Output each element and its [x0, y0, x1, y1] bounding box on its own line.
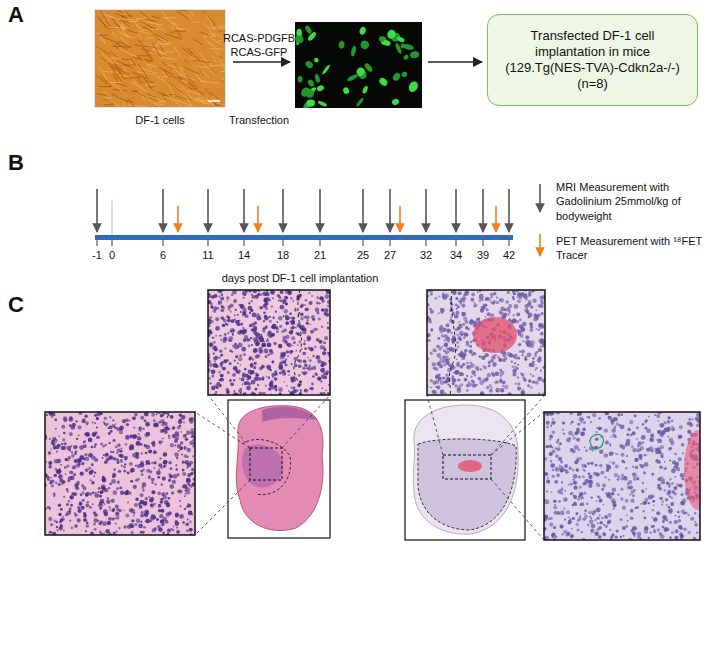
implant-marker	[112, 200, 113, 236]
process-arrow	[233, 61, 290, 63]
day-tick-label: 6	[160, 249, 166, 262]
process-box: Transfected DF-1 cell implantation in mi…	[487, 14, 698, 106]
histology-image	[43, 410, 197, 536]
vector-name: RCAS-PDGFB	[223, 32, 295, 45]
timeline-tick	[244, 240, 245, 246]
timeline-tick	[509, 240, 510, 246]
pet-arrow	[177, 206, 179, 232]
pet-arrow	[495, 206, 497, 232]
step-label: Transfection	[229, 114, 289, 127]
mri-arrow	[96, 189, 98, 232]
timeline-tick	[363, 240, 364, 246]
zoom-line	[282, 395, 330, 448]
mri-arrow	[389, 189, 391, 232]
legend-text: MRI Measurement with Gadolinium 25mmol/k…	[556, 180, 704, 223]
mri-arrow	[207, 189, 209, 232]
day-tick-label: 21	[314, 249, 326, 262]
timeline-tick	[283, 240, 284, 246]
mri-arrow	[162, 189, 164, 232]
mri-arrow	[482, 189, 484, 232]
timeline-tick	[456, 240, 457, 246]
timeline-tick	[208, 240, 209, 246]
histology-image	[542, 410, 711, 542]
timeline-tick	[163, 240, 164, 246]
day-tick-label: 27	[384, 249, 396, 262]
process-arrow	[428, 61, 482, 63]
zoom-line	[195, 480, 250, 535]
pet-arrow	[257, 206, 259, 232]
panel-letter: B	[8, 150, 24, 175]
timeline-tick	[483, 240, 484, 246]
image-caption: DF-1 cells	[135, 114, 185, 127]
day-tick-label: 32	[420, 249, 432, 262]
histology-image	[426, 288, 547, 396]
day-tick-label: 14	[238, 249, 250, 262]
timeline-tick	[426, 240, 427, 246]
axis-title: days post DF-1 cell implantation	[222, 272, 379, 285]
timeline-tick	[97, 240, 98, 246]
brain-section	[405, 400, 525, 540]
histology-image	[206, 289, 332, 397]
panel-letter: C	[8, 292, 24, 317]
mri-arrow	[362, 189, 364, 232]
day-tick-label: -1	[92, 249, 102, 262]
pet-arrow	[399, 206, 401, 232]
day-tick-label: 11	[202, 249, 213, 262]
box-text: Transfected DF-1 cell implantation in mi…	[498, 28, 687, 93]
day-tick-label: 18	[277, 249, 289, 262]
zoom-line	[208, 395, 250, 448]
timeline-tick	[390, 240, 391, 246]
legend-arrow	[539, 184, 541, 212]
vector-name: RCAS-GFP	[231, 46, 288, 59]
mri-arrow	[282, 189, 284, 232]
legend-arrow	[539, 234, 541, 256]
mri-arrow	[319, 189, 321, 232]
zoom-line	[491, 479, 544, 540]
mri-arrow	[455, 189, 457, 232]
fluorescence-image	[295, 22, 422, 108]
zoom-line	[491, 395, 545, 455]
day-tick-label: 39	[477, 249, 489, 262]
day-tick-label: 42	[503, 249, 515, 262]
brain-section	[228, 400, 330, 538]
zoom-line	[427, 395, 443, 455]
day-tick-label: 34	[450, 249, 462, 262]
day-tick-label: 0	[109, 249, 115, 262]
zoom-line	[491, 412, 544, 455]
mri-arrow	[508, 189, 510, 232]
brightfield-image	[95, 10, 225, 107]
legend-text: PET Measurement with ¹⁸FET Tracer	[556, 234, 704, 263]
day-tick-label: 25	[357, 249, 369, 262]
mri-arrow	[425, 189, 427, 232]
mri-arrow	[243, 189, 245, 232]
timeline-bar	[95, 235, 513, 240]
zoom-line	[195, 412, 250, 448]
timeline-tick	[112, 240, 113, 246]
panel-letter: A	[8, 2, 24, 27]
timeline-tick	[320, 240, 321, 246]
